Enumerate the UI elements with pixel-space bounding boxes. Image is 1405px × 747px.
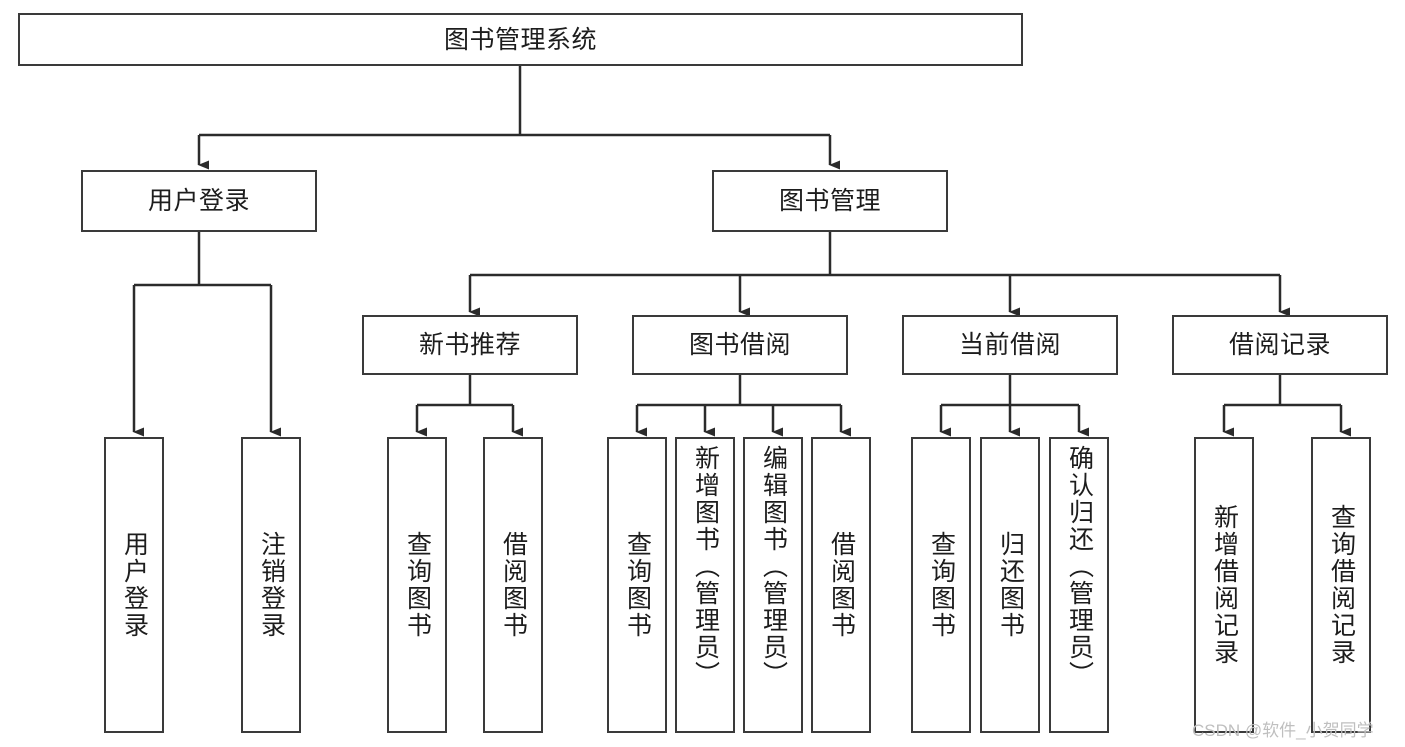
node-user-login[interactable]: 用户登录 [81,170,317,232]
leaf-user-login[interactable]: 用户登录 [104,437,164,733]
leaf-cb-confirm-return-label: 确认归还（管理员） [1065,445,1094,688]
leaf-cb-query-book[interactable]: 查询图书 [911,437,971,733]
leaf-bb-borrow-book[interactable]: 借阅图书 [811,437,871,733]
leaf-cb-query-book-label: 查询图书 [927,531,956,639]
node-root[interactable]: 图书管理系统 [18,13,1023,66]
leaf-user-login-label: 用户登录 [120,531,149,639]
leaf-cb-confirm-return[interactable]: 确认归还（管理员） [1049,437,1109,733]
leaf-cb-return-book-label: 归还图书 [996,531,1025,639]
node-current-borrow-label: 当前借阅 [958,331,1061,359]
node-user-login-label: 用户登录 [147,187,250,215]
leaf-bb-borrow-book-label: 借阅图书 [827,531,856,639]
leaf-br-query-record[interactable]: 查询借阅记录 [1311,437,1371,733]
leaf-br-query-record-label: 查询借阅记录 [1327,504,1356,666]
leaf-bb-query-book-label: 查询图书 [623,531,652,639]
node-new-book-recommend-label: 新书推荐 [418,331,521,359]
leaf-cb-return-book[interactable]: 归还图书 [980,437,1040,733]
watermark: CSDN @软件_小贺同学 [1192,721,1374,740]
node-book-borrow[interactable]: 图书借阅 [632,315,848,375]
node-current-borrow[interactable]: 当前借阅 [902,315,1118,375]
node-book-management-label: 图书管理 [778,187,881,215]
node-root-label: 图书管理系统 [443,25,597,54]
leaf-bb-edit-book-label: 编辑图书（管理员） [759,445,788,688]
leaf-nb-query-book-label: 查询图书 [403,531,432,639]
leaf-bb-edit-book[interactable]: 编辑图书（管理员） [743,437,803,733]
leaf-logout[interactable]: 注销登录 [241,437,301,733]
leaf-br-add-record-label: 新增借阅记录 [1210,504,1239,666]
leaf-bb-add-book[interactable]: 新增图书（管理员） [675,437,735,733]
leaf-br-add-record[interactable]: 新增借阅记录 [1194,437,1254,733]
node-borrow-record-label: 借阅记录 [1228,331,1331,359]
leaf-nb-borrow-book-label: 借阅图书 [499,531,528,639]
leaf-bb-add-book-label: 新增图书（管理员） [691,445,720,688]
node-book-management[interactable]: 图书管理 [712,170,948,232]
leaf-nb-borrow-book[interactable]: 借阅图书 [483,437,543,733]
leaf-logout-label: 注销登录 [257,531,286,639]
node-borrow-record[interactable]: 借阅记录 [1172,315,1388,375]
leaf-bb-query-book[interactable]: 查询图书 [607,437,667,733]
node-book-borrow-label: 图书借阅 [688,331,791,359]
leaf-nb-query-book[interactable]: 查询图书 [387,437,447,733]
node-new-book-recommend[interactable]: 新书推荐 [362,315,578,375]
